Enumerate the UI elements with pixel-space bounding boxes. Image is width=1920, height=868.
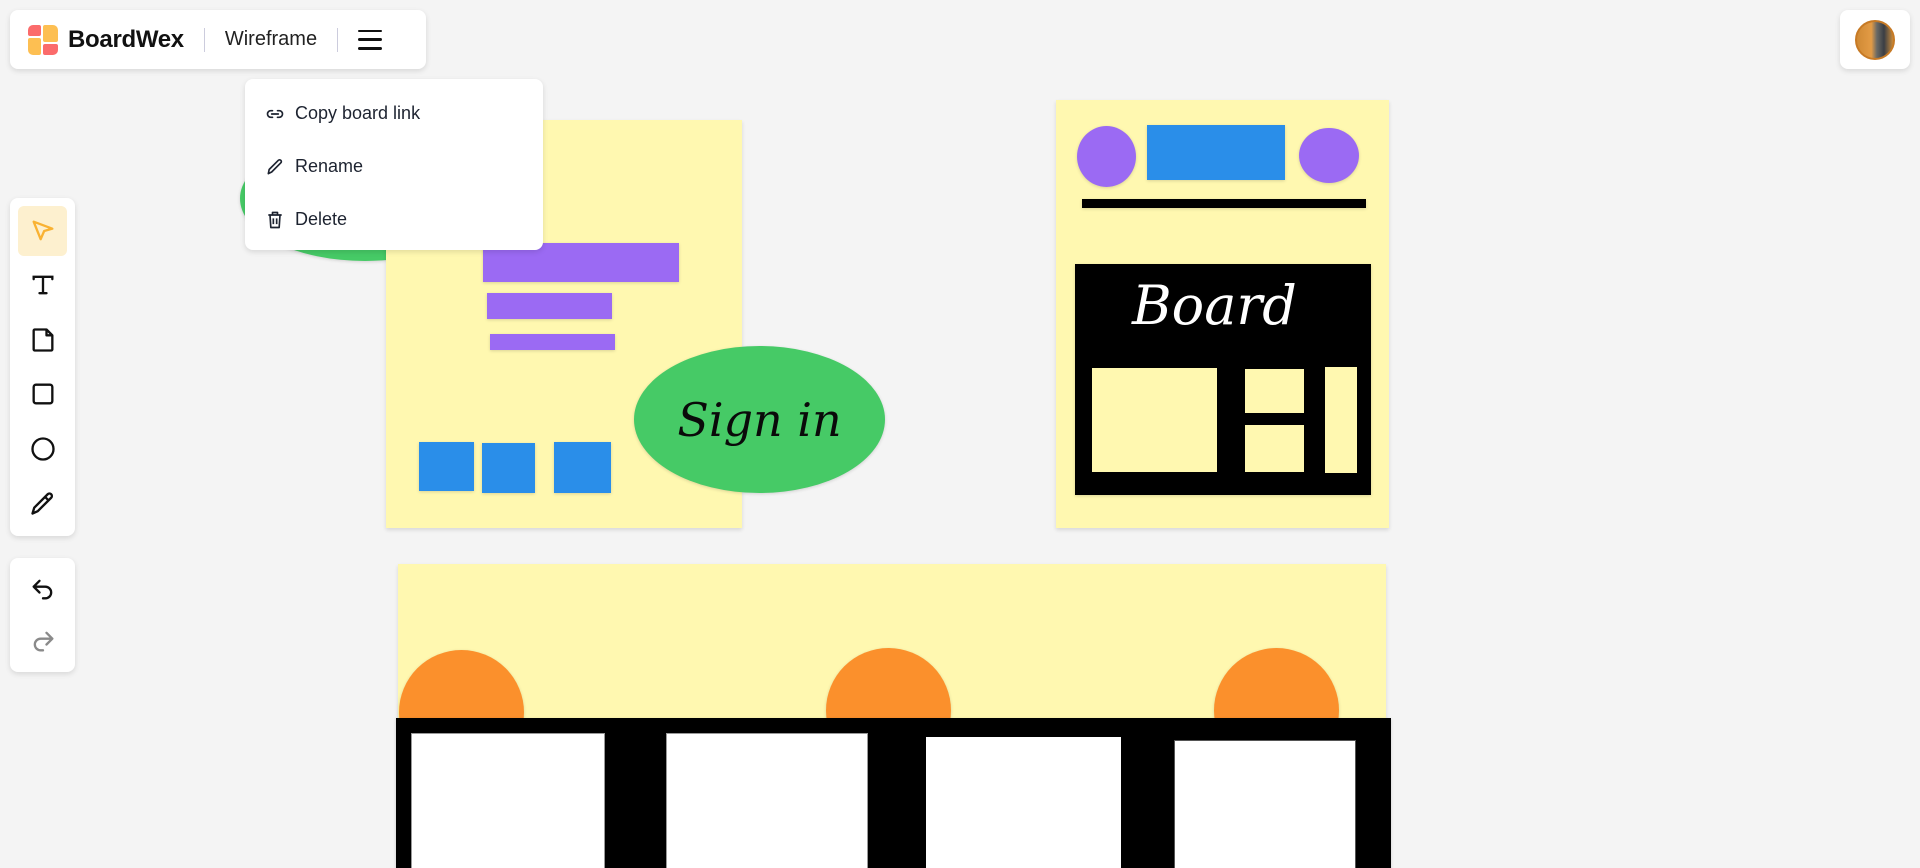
tool-select[interactable] — [18, 206, 67, 256]
circle-icon — [30, 437, 55, 461]
undo-button[interactable] — [18, 564, 67, 614]
menu-item-label: Delete — [295, 209, 348, 229]
white-rect-shape[interactable] — [1174, 740, 1356, 868]
tool-rectangle[interactable] — [18, 370, 67, 420]
blue-rect-shape[interactable] — [1147, 125, 1285, 180]
menu-item-copy-board-link[interactable]: Copy board link — [245, 87, 543, 140]
sign-in-ellipse-shape[interactable]: Sign in — [634, 346, 885, 493]
pencil-icon — [30, 492, 53, 515]
text-icon — [31, 275, 53, 295]
sign-in-label: Sign in — [677, 392, 842, 447]
board-name[interactable]: Wireframe — [224, 28, 318, 50]
tool-pencil[interactable] — [18, 479, 67, 529]
yellow-rect-shape[interactable] — [1245, 425, 1304, 472]
white-rect-shape[interactable] — [926, 737, 1121, 868]
yellow-rect-shape[interactable] — [1325, 367, 1357, 473]
blue-square-shape[interactable] — [482, 443, 535, 493]
trash-icon — [268, 211, 282, 228]
white-rect-shape[interactable] — [666, 733, 868, 868]
history-controls — [10, 558, 75, 672]
brand-name[interactable]: BoardWex — [68, 25, 184, 53]
blue-square-shape[interactable] — [419, 442, 474, 491]
tool-ellipse[interactable] — [18, 424, 67, 474]
tool-palette — [10, 198, 75, 536]
black-line-shape[interactable] — [1082, 199, 1366, 208]
yellow-rect-shape[interactable] — [1245, 369, 1304, 413]
tool-text[interactable] — [18, 261, 67, 311]
yellow-rect-shape[interactable] — [1092, 368, 1217, 472]
user-menu — [1840, 10, 1910, 69]
pencil-icon — [267, 158, 283, 174]
board-header: BoardWex Wireframe — [10, 10, 426, 69]
menu-item-rename[interactable]: Rename — [245, 140, 543, 193]
link-icon — [266, 109, 284, 118]
menu-item-delete[interactable]: Delete — [245, 193, 543, 246]
header-divider — [203, 27, 205, 52]
sticky-note-icon — [31, 328, 53, 352]
boardwex-logo-icon[interactable] — [28, 24, 58, 55]
purple-circle-shape[interactable] — [1077, 126, 1136, 187]
menu-item-label: Rename — [295, 156, 364, 176]
undo-icon — [31, 579, 52, 600]
board-menu: Copy board link Rename Delete — [245, 79, 543, 250]
hamburger-icon[interactable] — [358, 29, 383, 50]
tool-sticky-note[interactable] — [18, 315, 67, 365]
purple-bar-shape[interactable] — [487, 293, 612, 319]
square-icon — [32, 383, 53, 405]
menu-item-label: Copy board link — [295, 103, 421, 123]
white-rect-shape[interactable] — [411, 733, 605, 868]
cursor-arrow-icon — [31, 220, 53, 241]
redo-button[interactable] — [18, 616, 67, 666]
redo-icon — [33, 631, 53, 652]
avatar[interactable] — [1855, 19, 1895, 60]
board-label[interactable]: Board — [1132, 274, 1297, 337]
purple-circle-shape[interactable] — [1299, 128, 1359, 183]
purple-bar-shape[interactable] — [490, 334, 615, 350]
header-divider — [337, 27, 339, 52]
blue-square-shape[interactable] — [554, 442, 611, 493]
